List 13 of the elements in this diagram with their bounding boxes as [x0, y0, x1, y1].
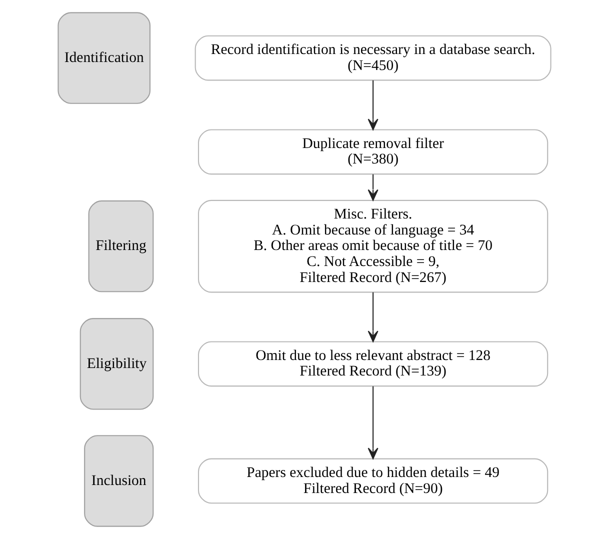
node-box: Misc. Filters. A. Omit because of language = 34 B. Other areas omit because of title = 70 C. Not Accessible = 9, Filtered Record (N=267): [197, 200, 548, 293]
node-box: Omit due to less relevant abstract = 128 Filtered Record (N=139): [197, 341, 548, 387]
arrow: [367, 174, 378, 201]
node-box: Filtering: [88, 200, 154, 292]
node-box: Identification: [57, 12, 150, 104]
arrow: [367, 80, 378, 130]
node-box: Eligibility: [79, 318, 154, 410]
arrow: [367, 386, 378, 460]
node-box: Record identification is necessary in a database search. (N=450): [194, 35, 551, 81]
node-box: Duplicate removal filter (N=380): [197, 129, 548, 175]
arrow: [367, 292, 378, 342]
node-box: Inclusion: [84, 435, 154, 527]
node-box: Papers excluded due to hidden details = 49 Filtered Record (N=90): [197, 458, 548, 504]
